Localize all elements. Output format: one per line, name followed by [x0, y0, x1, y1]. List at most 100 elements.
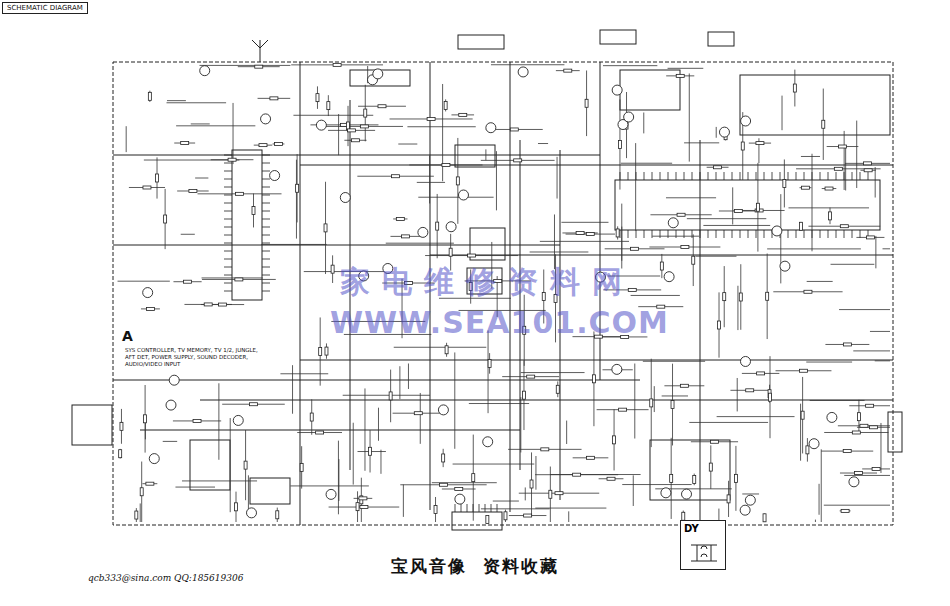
wire — [823, 89, 824, 160]
wire — [245, 430, 246, 500]
ic-pin — [224, 267, 232, 268]
ic-pin — [740, 230, 741, 238]
ic-pin — [455, 504, 456, 512]
wire — [320, 317, 321, 385]
diagram-title: SCHEMATIC DIAGRAM — [2, 2, 88, 14]
ic-pin — [660, 230, 661, 238]
wire — [773, 291, 842, 292]
wire — [508, 449, 581, 450]
resistor-symbol — [244, 461, 247, 469]
wire — [407, 126, 475, 127]
resistor-symbol — [156, 174, 159, 182]
wire — [364, 388, 365, 470]
wire — [710, 445, 711, 488]
wire — [505, 510, 506, 522]
ic-pin — [262, 275, 270, 276]
wire — [353, 423, 354, 485]
resistor-symbol — [863, 162, 871, 165]
ic-pin — [780, 172, 781, 180]
resistor-symbol — [854, 472, 862, 475]
wire — [649, 247, 720, 248]
resistor-symbol — [310, 413, 313, 421]
wire — [142, 483, 157, 484]
resistor-symbol — [739, 293, 742, 301]
resistor-symbol — [472, 474, 475, 482]
ic-pin — [262, 235, 270, 236]
resistor-symbol — [714, 166, 722, 169]
wire — [163, 441, 177, 442]
wire — [181, 234, 195, 235]
wire — [317, 86, 318, 109]
wire — [451, 114, 474, 115]
resistor-symbol — [527, 375, 535, 378]
wire — [338, 441, 339, 515]
resistor-symbol — [650, 399, 653, 407]
resistor-symbol — [799, 222, 802, 230]
transistor-symbol — [326, 489, 336, 499]
wire — [875, 236, 876, 268]
resistor-symbol — [843, 450, 851, 453]
wire — [566, 421, 567, 444]
ic-pin — [860, 172, 861, 180]
wire — [740, 264, 741, 330]
ic-pin — [756, 230, 757, 238]
transistor-symbol — [612, 364, 622, 374]
wire — [654, 386, 655, 412]
wire — [488, 330, 489, 413]
wire — [535, 456, 536, 490]
component-wiring — [118, 63, 890, 523]
resistor-symbol — [255, 65, 263, 68]
wire — [457, 138, 458, 224]
resistor-symbol — [746, 389, 754, 392]
resistor-symbol — [181, 142, 189, 145]
resistor-symbol — [556, 385, 559, 393]
wire — [326, 126, 403, 127]
resistor-symbol — [804, 290, 812, 293]
wire — [568, 511, 569, 522]
ic-pin — [796, 172, 797, 180]
wire — [794, 70, 795, 107]
wire — [728, 481, 729, 517]
wire — [535, 474, 618, 475]
resistor-symbol — [734, 209, 742, 212]
wire — [862, 468, 890, 469]
transistor-symbol — [668, 218, 678, 228]
wire — [293, 115, 373, 116]
wire — [325, 182, 326, 274]
resistor-symbol — [822, 120, 825, 128]
transistor-symbol — [740, 356, 750, 366]
ic-pin — [828, 230, 829, 238]
resistor-symbol — [144, 415, 147, 423]
resistor-symbol — [184, 280, 192, 283]
resistor-symbol — [541, 448, 549, 451]
ic-pin — [716, 172, 717, 180]
wire — [493, 501, 519, 502]
wire — [831, 264, 875, 265]
wire — [603, 65, 657, 66]
transistor-symbol — [455, 494, 465, 504]
wire — [617, 226, 618, 239]
resistor-symbol — [252, 207, 255, 215]
wire — [174, 143, 195, 144]
node-label: DY — [684, 523, 722, 534]
ic-pin — [852, 230, 853, 238]
resistor-symbol — [389, 392, 392, 400]
resistor-symbol — [146, 307, 154, 310]
watermark: WWW.SEA101.COM — [330, 305, 669, 340]
note-text: SYS CONTROLLER, TV MEMORY, TV 1/2, JUNGL… — [124, 346, 266, 369]
ic-pin — [628, 172, 629, 180]
wire — [354, 498, 373, 499]
resistor-symbol — [769, 393, 772, 401]
ic-symbol — [650, 440, 730, 500]
wire — [838, 425, 890, 426]
wire — [860, 170, 875, 171]
wire — [849, 405, 890, 406]
wire — [883, 248, 890, 249]
transistor-symbol — [772, 226, 782, 236]
resistor-symbol — [710, 440, 718, 443]
ic-pin — [724, 172, 725, 180]
wire — [301, 446, 302, 488]
resistor-symbol — [660, 262, 663, 270]
ic-pin — [700, 230, 701, 238]
